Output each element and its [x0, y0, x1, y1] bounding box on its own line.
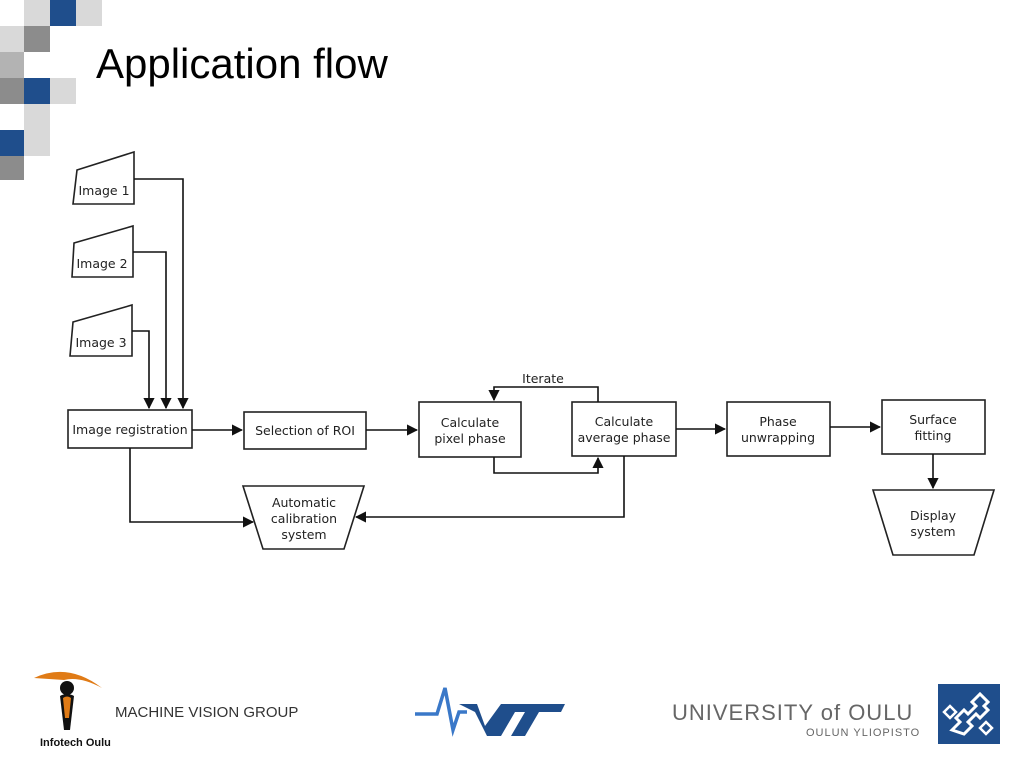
node-calibration-line-2: calibration: [271, 511, 337, 526]
node-surface-fitting: Surface fitting: [881, 399, 986, 455]
node-selection-of-roi-label: Selection of ROI: [255, 423, 355, 438]
node-average-phase-line-1: Calculate: [595, 414, 654, 429]
node-image-3-label: Image 3: [75, 335, 126, 350]
node-pixel-phase-line-2: pixel phase: [434, 431, 506, 446]
edge-image2-registration: [133, 251, 172, 410]
node-calculate-pixel-phase: Calculate pixel phase: [418, 401, 522, 458]
node-image-2-label: Image 2: [76, 256, 127, 271]
edge-average-phase-calibration: [354, 456, 625, 523]
edge-iterate-loop: [488, 386, 599, 402]
node-display-line-2: system: [910, 524, 955, 539]
edge-image3-registration: [132, 330, 155, 410]
node-surface-fitting-line-2: fitting: [914, 428, 951, 443]
node-automatic-calibration-system: Automatic calibration system: [241, 485, 366, 550]
node-image-1: Image 1: [72, 150, 135, 205]
node-calibration-line-1: Automatic: [272, 495, 336, 510]
node-average-phase-line-2: average phase: [578, 430, 671, 445]
node-image-registration: Image registration: [67, 409, 193, 449]
node-calculate-average-phase: Calculate average phase: [571, 401, 677, 457]
slide-title: Application flow: [96, 40, 388, 87]
node-surface-fitting-line-1: Surface: [909, 412, 957, 427]
node-calibration-line-3: system: [281, 527, 326, 542]
university-subtitle: OULUN YLIOPISTO: [806, 727, 921, 739]
node-image-registration-label: Image registration: [72, 422, 187, 437]
vtt-logo: [415, 687, 565, 737]
edge-registration-calibration: [129, 448, 255, 528]
infotech-oulu-logo: [34, 671, 102, 730]
node-image-3: Image 3: [69, 303, 133, 357]
machine-vision-group-label: MACHINE VISION GROUP: [115, 704, 299, 721]
node-image-1-label: Image 1: [78, 183, 129, 198]
edge-image1-registration: [134, 178, 189, 410]
node-unwrapping-line-1: Phase: [759, 414, 797, 429]
flow-diagram: Image 1 Image 2 Image 3 Image registrati…: [67, 150, 996, 556]
node-display-system: Display system: [871, 489, 996, 556]
node-image-2: Image 2: [71, 224, 134, 278]
corner-decoration: [0, 0, 102, 180]
university-of-oulu-emblem: [938, 684, 1000, 744]
edge-pixel-to-average-phase: [493, 456, 604, 474]
node-phase-unwrapping: Phase unwrapping: [726, 401, 831, 457]
university-name: UNIVERSITY of OULU: [672, 700, 914, 725]
node-pixel-phase-line-1: Calculate: [441, 415, 500, 430]
infotech-oulu-label: Infotech Oulu: [40, 737, 111, 749]
node-unwrapping-line-2: unwrapping: [741, 430, 815, 445]
edge-label-iterate: Iterate: [522, 371, 564, 386]
node-display-line-1: Display: [910, 508, 957, 523]
node-selection-of-roi: Selection of ROI: [243, 411, 367, 450]
